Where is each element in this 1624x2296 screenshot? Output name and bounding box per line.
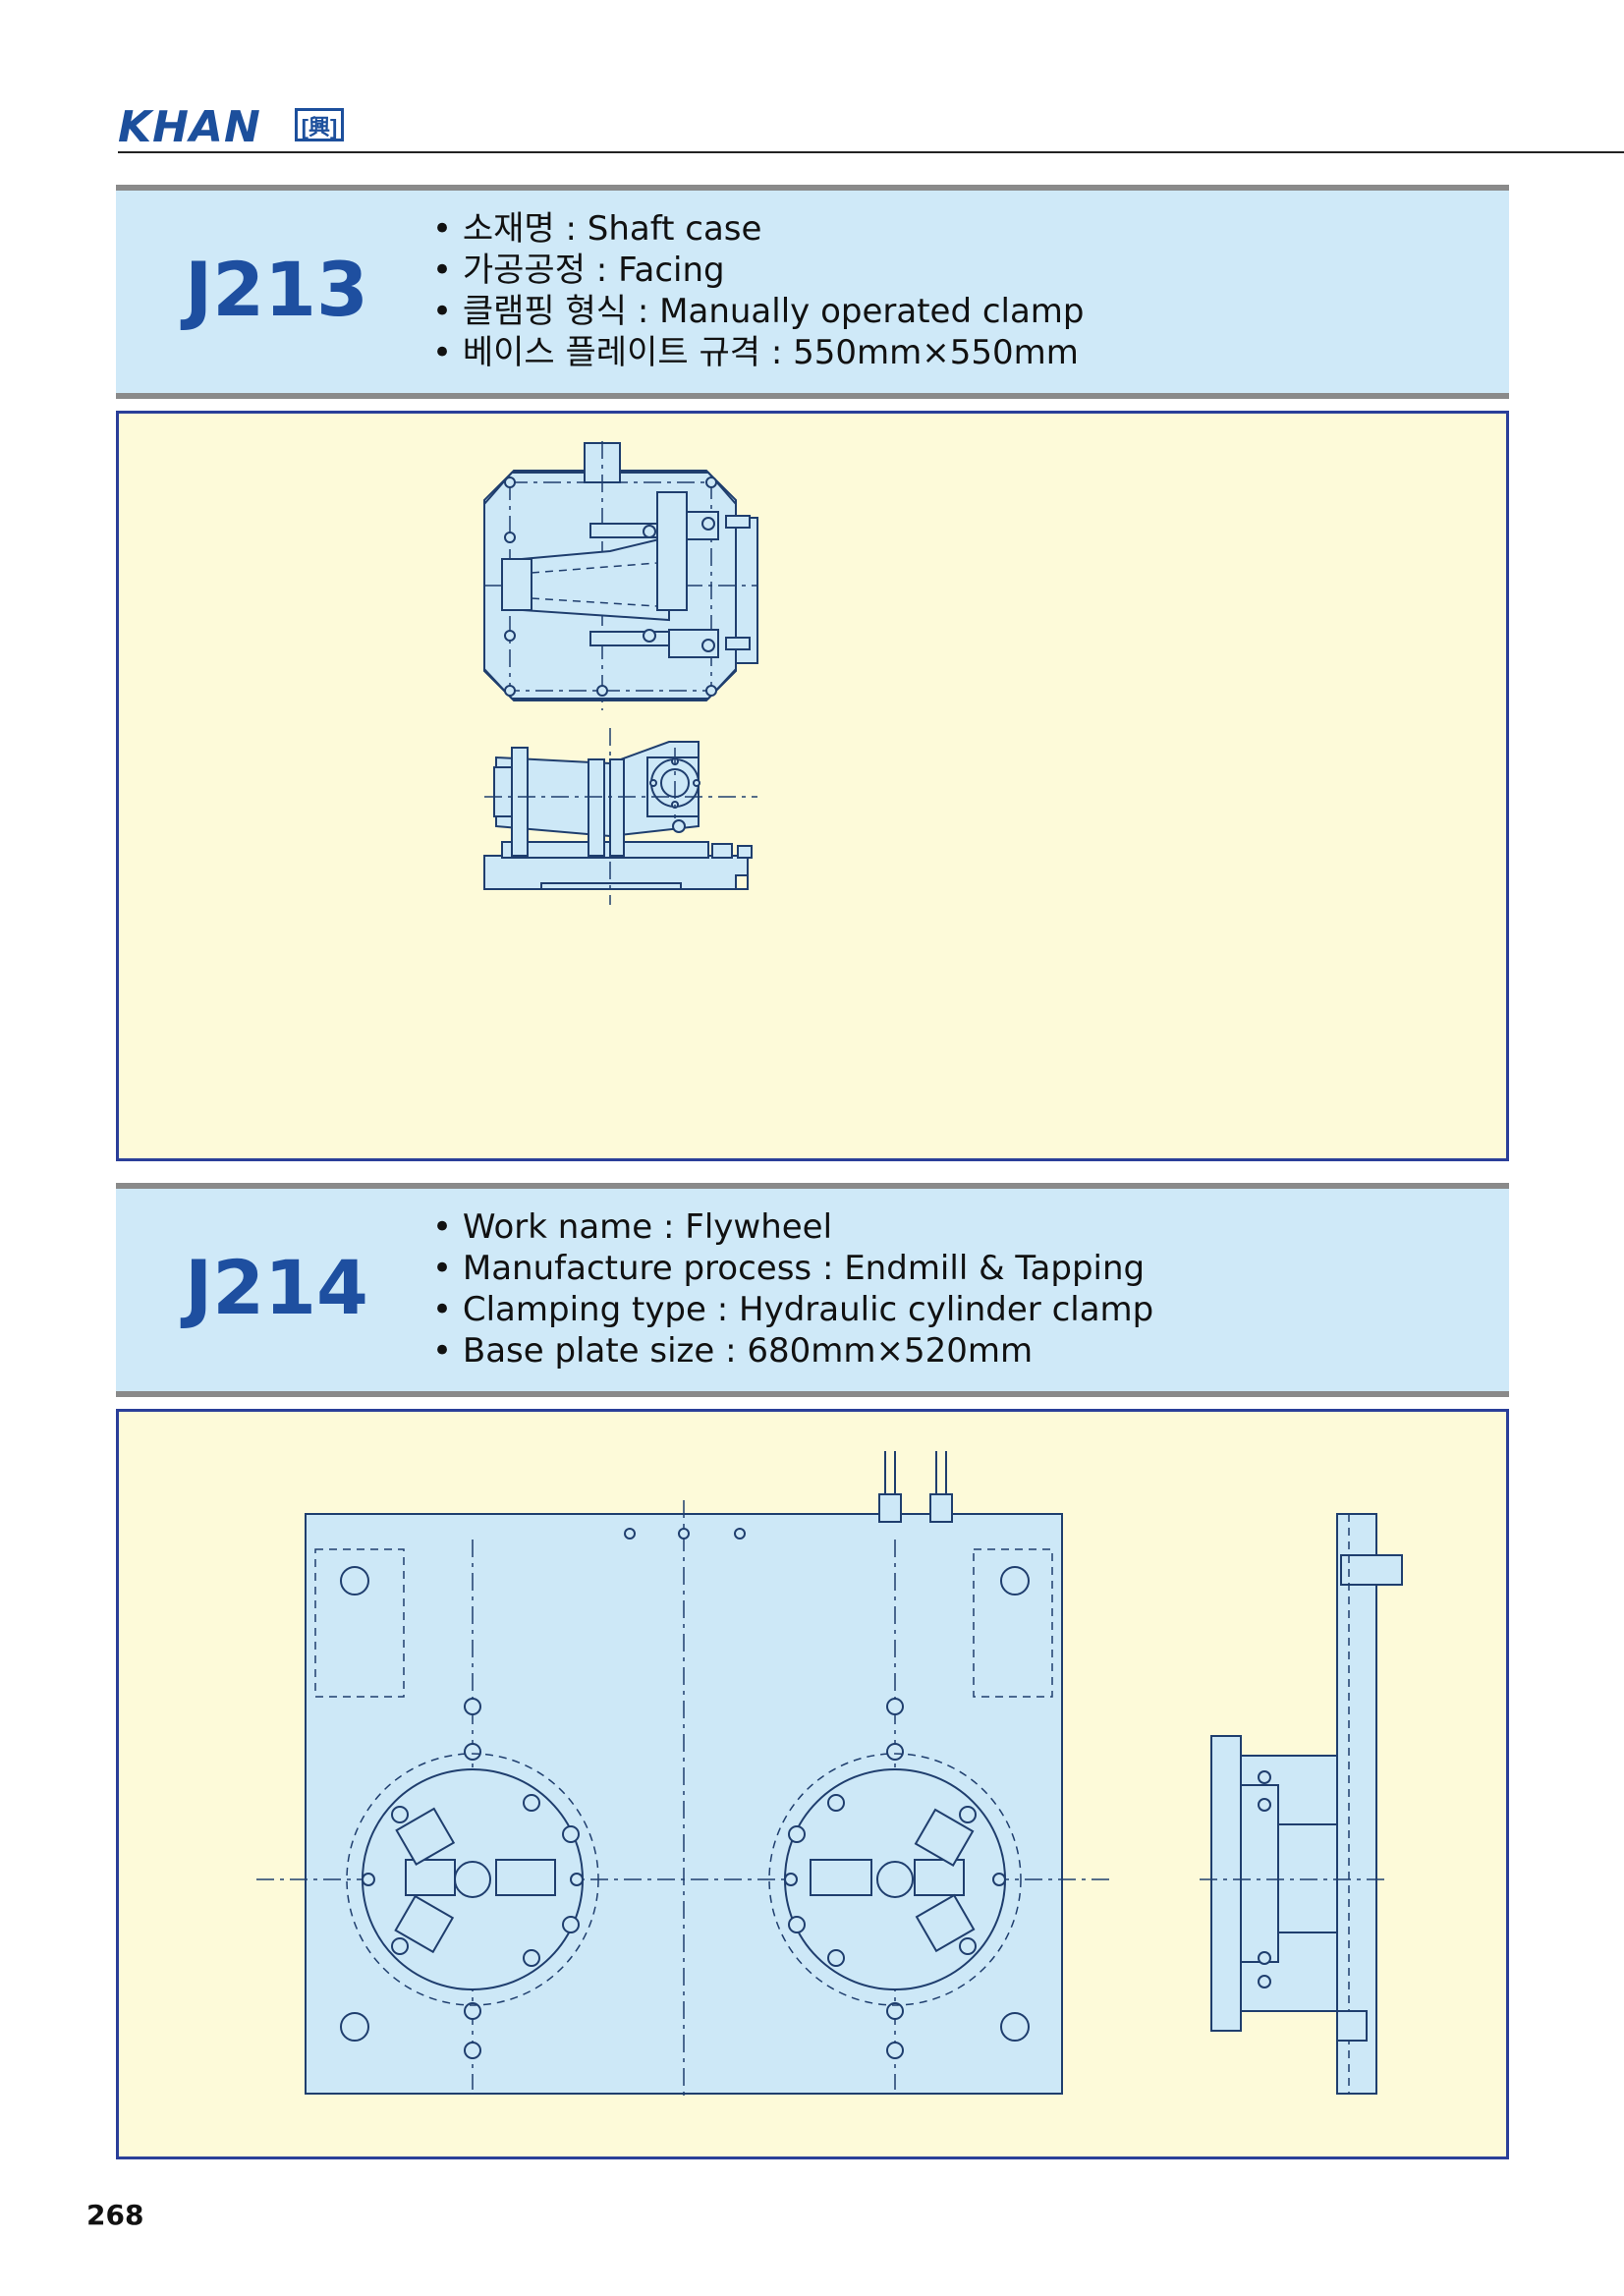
- model-code: J213: [185, 246, 368, 333]
- spec-item-base-plate: Base plate size : 680mm×520mm: [432, 1330, 1153, 1372]
- spec-item-clamping: 클램핑 형식 : Manually operated clamp: [432, 291, 1085, 332]
- page-number: 268: [86, 2199, 144, 2231]
- shaft-case-fixture-drawing: [483, 441, 758, 905]
- spec-panel-j214: J214 Work name : Flywheel Manufacture pr…: [116, 1183, 1509, 1397]
- plan-view: [256, 1451, 1111, 2100]
- page-header: KHAN [興]: [118, 98, 1624, 153]
- side-view: [1200, 1513, 1403, 2095]
- spec-item-process: Manufacture process : Endmill & Tapping: [432, 1248, 1153, 1289]
- spec-list: Work name : Flywheel Manufacture process…: [432, 1206, 1153, 1372]
- spec-item-material: 소재명 : Shaft case: [432, 208, 1085, 250]
- khan-logo: KHAN: [118, 102, 261, 152]
- right-chuck: [768, 1753, 1022, 2006]
- spec-item-base-plate: 베이스 플레이트 규격 : 550mm×550mm: [432, 332, 1085, 373]
- spec-panel-j213: J213 소재명 : Shaft case 가공공정 : Facing 클램핑 …: [116, 185, 1509, 399]
- brand-mark-icon: [興]: [295, 108, 344, 141]
- drawing-panel-j213: [116, 411, 1509, 1161]
- left-chuck: [346, 1753, 599, 2006]
- model-code: J214: [185, 1244, 368, 1331]
- drawing-panel-j214: [116, 1409, 1509, 2159]
- spec-item-work-name: Work name : Flywheel: [432, 1206, 1153, 1248]
- side-view: [483, 728, 757, 905]
- spec-list: 소재명 : Shaft case 가공공정 : Facing 클램핑 형식 : …: [432, 208, 1085, 373]
- flywheel-fixture-drawing: [256, 1451, 1403, 2100]
- header-rule: [118, 151, 1624, 153]
- spec-item-clamping: Clamping type : Hydraulic cylinder clamp: [432, 1289, 1153, 1330]
- top-view: [483, 441, 758, 710]
- spec-item-process: 가공공정 : Facing: [432, 250, 1085, 291]
